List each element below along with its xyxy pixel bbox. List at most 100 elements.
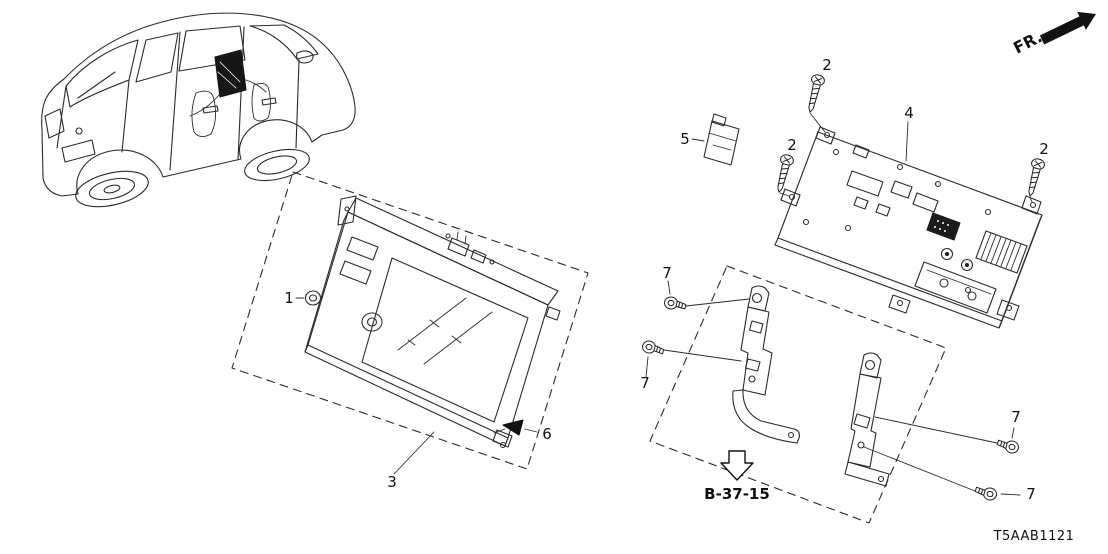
car-front-door-seam bbox=[295, 59, 300, 149]
sub-board-hole-b bbox=[967, 291, 977, 301]
board-screw-holes bbox=[802, 148, 992, 294]
bracket-right bbox=[844, 352, 890, 487]
screw-2-c bbox=[1023, 157, 1047, 199]
board-chip-a bbox=[875, 203, 891, 217]
callout-7-c: 7 bbox=[1011, 408, 1021, 426]
head-unit-left-edge bbox=[304, 211, 349, 353]
clip-arrow-tail bbox=[493, 428, 506, 434]
leader-label-7-a bbox=[667, 280, 671, 295]
car-sketch bbox=[41, 12, 356, 208]
knob-part-center bbox=[308, 294, 318, 302]
car-emblem bbox=[75, 127, 83, 135]
car-interior-wiring bbox=[189, 79, 267, 117]
head-unit-top-bracket-hole bbox=[344, 206, 350, 212]
callout-3: 3 bbox=[387, 473, 397, 491]
sub-board-seam bbox=[926, 269, 992, 295]
leader-screw-2-b bbox=[779, 192, 790, 197]
board-connector-mid bbox=[890, 180, 913, 199]
head-unit-top-connector-a bbox=[447, 237, 470, 257]
sub-board bbox=[914, 261, 997, 314]
board-tab-left bbox=[780, 188, 801, 207]
car-b-pillar bbox=[169, 31, 181, 171]
head-unit-bottom-edge bbox=[304, 344, 509, 447]
head-unit-top-hole-a bbox=[445, 233, 451, 239]
car-hatch-seam-right bbox=[121, 79, 130, 153]
callout-4: 4 bbox=[904, 104, 914, 122]
car-seat-rear bbox=[251, 82, 271, 122]
car-audio-unit-highlight bbox=[214, 49, 247, 98]
leader-label-7-d bbox=[1000, 493, 1021, 496]
pin-connector-pins bbox=[934, 220, 949, 232]
head-unit-right-tab bbox=[545, 306, 561, 321]
car-license-recess bbox=[61, 139, 96, 163]
board-right-ear bbox=[996, 299, 1020, 321]
callout-labels: 1 2 2 2 3 4 5 6 7 7 7 7 bbox=[284, 56, 1049, 503]
board-bottom-edge bbox=[774, 237, 1003, 329]
screw-2-a bbox=[803, 73, 827, 115]
sub-board-hole-a bbox=[939, 278, 949, 288]
heatsink-outline bbox=[975, 230, 1028, 274]
leader-label-7-b bbox=[645, 356, 649, 378]
head-unit-top-pins bbox=[456, 231, 467, 245]
fr-direction-indicator: FR. bbox=[1010, 11, 1096, 58]
board-tab-left-hole bbox=[788, 193, 796, 201]
bracket-kit-region bbox=[641, 265, 1021, 524]
car-door-handle-front bbox=[261, 97, 277, 106]
board-connector-wide bbox=[912, 192, 939, 213]
screw-2-b bbox=[772, 153, 796, 195]
clip-arrow-icon bbox=[502, 419, 524, 436]
board-tab-top bbox=[815, 126, 836, 145]
head-unit-region bbox=[231, 171, 589, 475]
bracket-cap-rib bbox=[712, 144, 732, 151]
board-tab-top-hole bbox=[823, 131, 831, 139]
leader-label-7-c bbox=[1011, 427, 1015, 439]
callout-7-b: 7 bbox=[640, 374, 650, 392]
board-top-connector bbox=[852, 144, 870, 159]
callout-1: 1 bbox=[284, 289, 294, 307]
screw-7-c bbox=[995, 437, 1020, 455]
car-windshield bbox=[249, 24, 319, 60]
head-unit-front-face bbox=[307, 211, 549, 439]
head-unit-foot bbox=[492, 429, 513, 448]
callout-2-b: 2 bbox=[787, 136, 797, 154]
board-right-edge bbox=[998, 214, 1043, 329]
reference-code-label: B-37-15 bbox=[704, 485, 770, 503]
callout-2-c: 2 bbox=[1039, 140, 1049, 158]
screw-7-d bbox=[973, 484, 998, 502]
car-seat-front bbox=[191, 90, 216, 137]
leader-screw-7-d bbox=[863, 446, 976, 492]
board-bolt-a bbox=[940, 247, 954, 261]
car-rear-wheel bbox=[75, 170, 149, 208]
callout-2-a: 2 bbox=[822, 56, 832, 74]
bracket-cap-fold bbox=[708, 132, 737, 142]
car-door-window bbox=[178, 25, 246, 72]
screen-glare-lines bbox=[397, 297, 493, 365]
head-unit-button-b bbox=[339, 260, 372, 285]
heatsink-fins bbox=[980, 232, 1022, 271]
head-unit-screen bbox=[361, 257, 529, 423]
board-bolt-a-center bbox=[944, 251, 950, 257]
car-quarter-window bbox=[135, 32, 179, 83]
dashed-boundary-brackets bbox=[649, 265, 947, 524]
board-bottom-ear bbox=[888, 294, 911, 314]
car-door-seam bbox=[237, 26, 245, 161]
car-door-handle bbox=[202, 105, 219, 114]
leader-screw-2-a bbox=[809, 112, 826, 133]
car-hatch-seam-left bbox=[56, 85, 67, 149]
head-unit-volume-knob bbox=[361, 312, 383, 332]
callout-7-d: 7 bbox=[1026, 485, 1036, 503]
head-unit-foot-hole bbox=[499, 441, 507, 449]
board-tab-right-hole bbox=[1029, 201, 1037, 209]
head-unit-volume-knob-center bbox=[366, 317, 378, 327]
callout-6: 6 bbox=[542, 425, 552, 443]
fr-arrow-icon bbox=[1039, 11, 1096, 45]
board-chip-b bbox=[853, 196, 869, 210]
leader-screw-7-a bbox=[685, 298, 750, 307]
car-audio-unit-hatching bbox=[217, 61, 241, 89]
board-connector-large bbox=[846, 170, 884, 197]
head-unit-top-bracket bbox=[337, 195, 357, 226]
head-unit-button-a bbox=[346, 236, 379, 261]
knob-part bbox=[304, 290, 322, 306]
